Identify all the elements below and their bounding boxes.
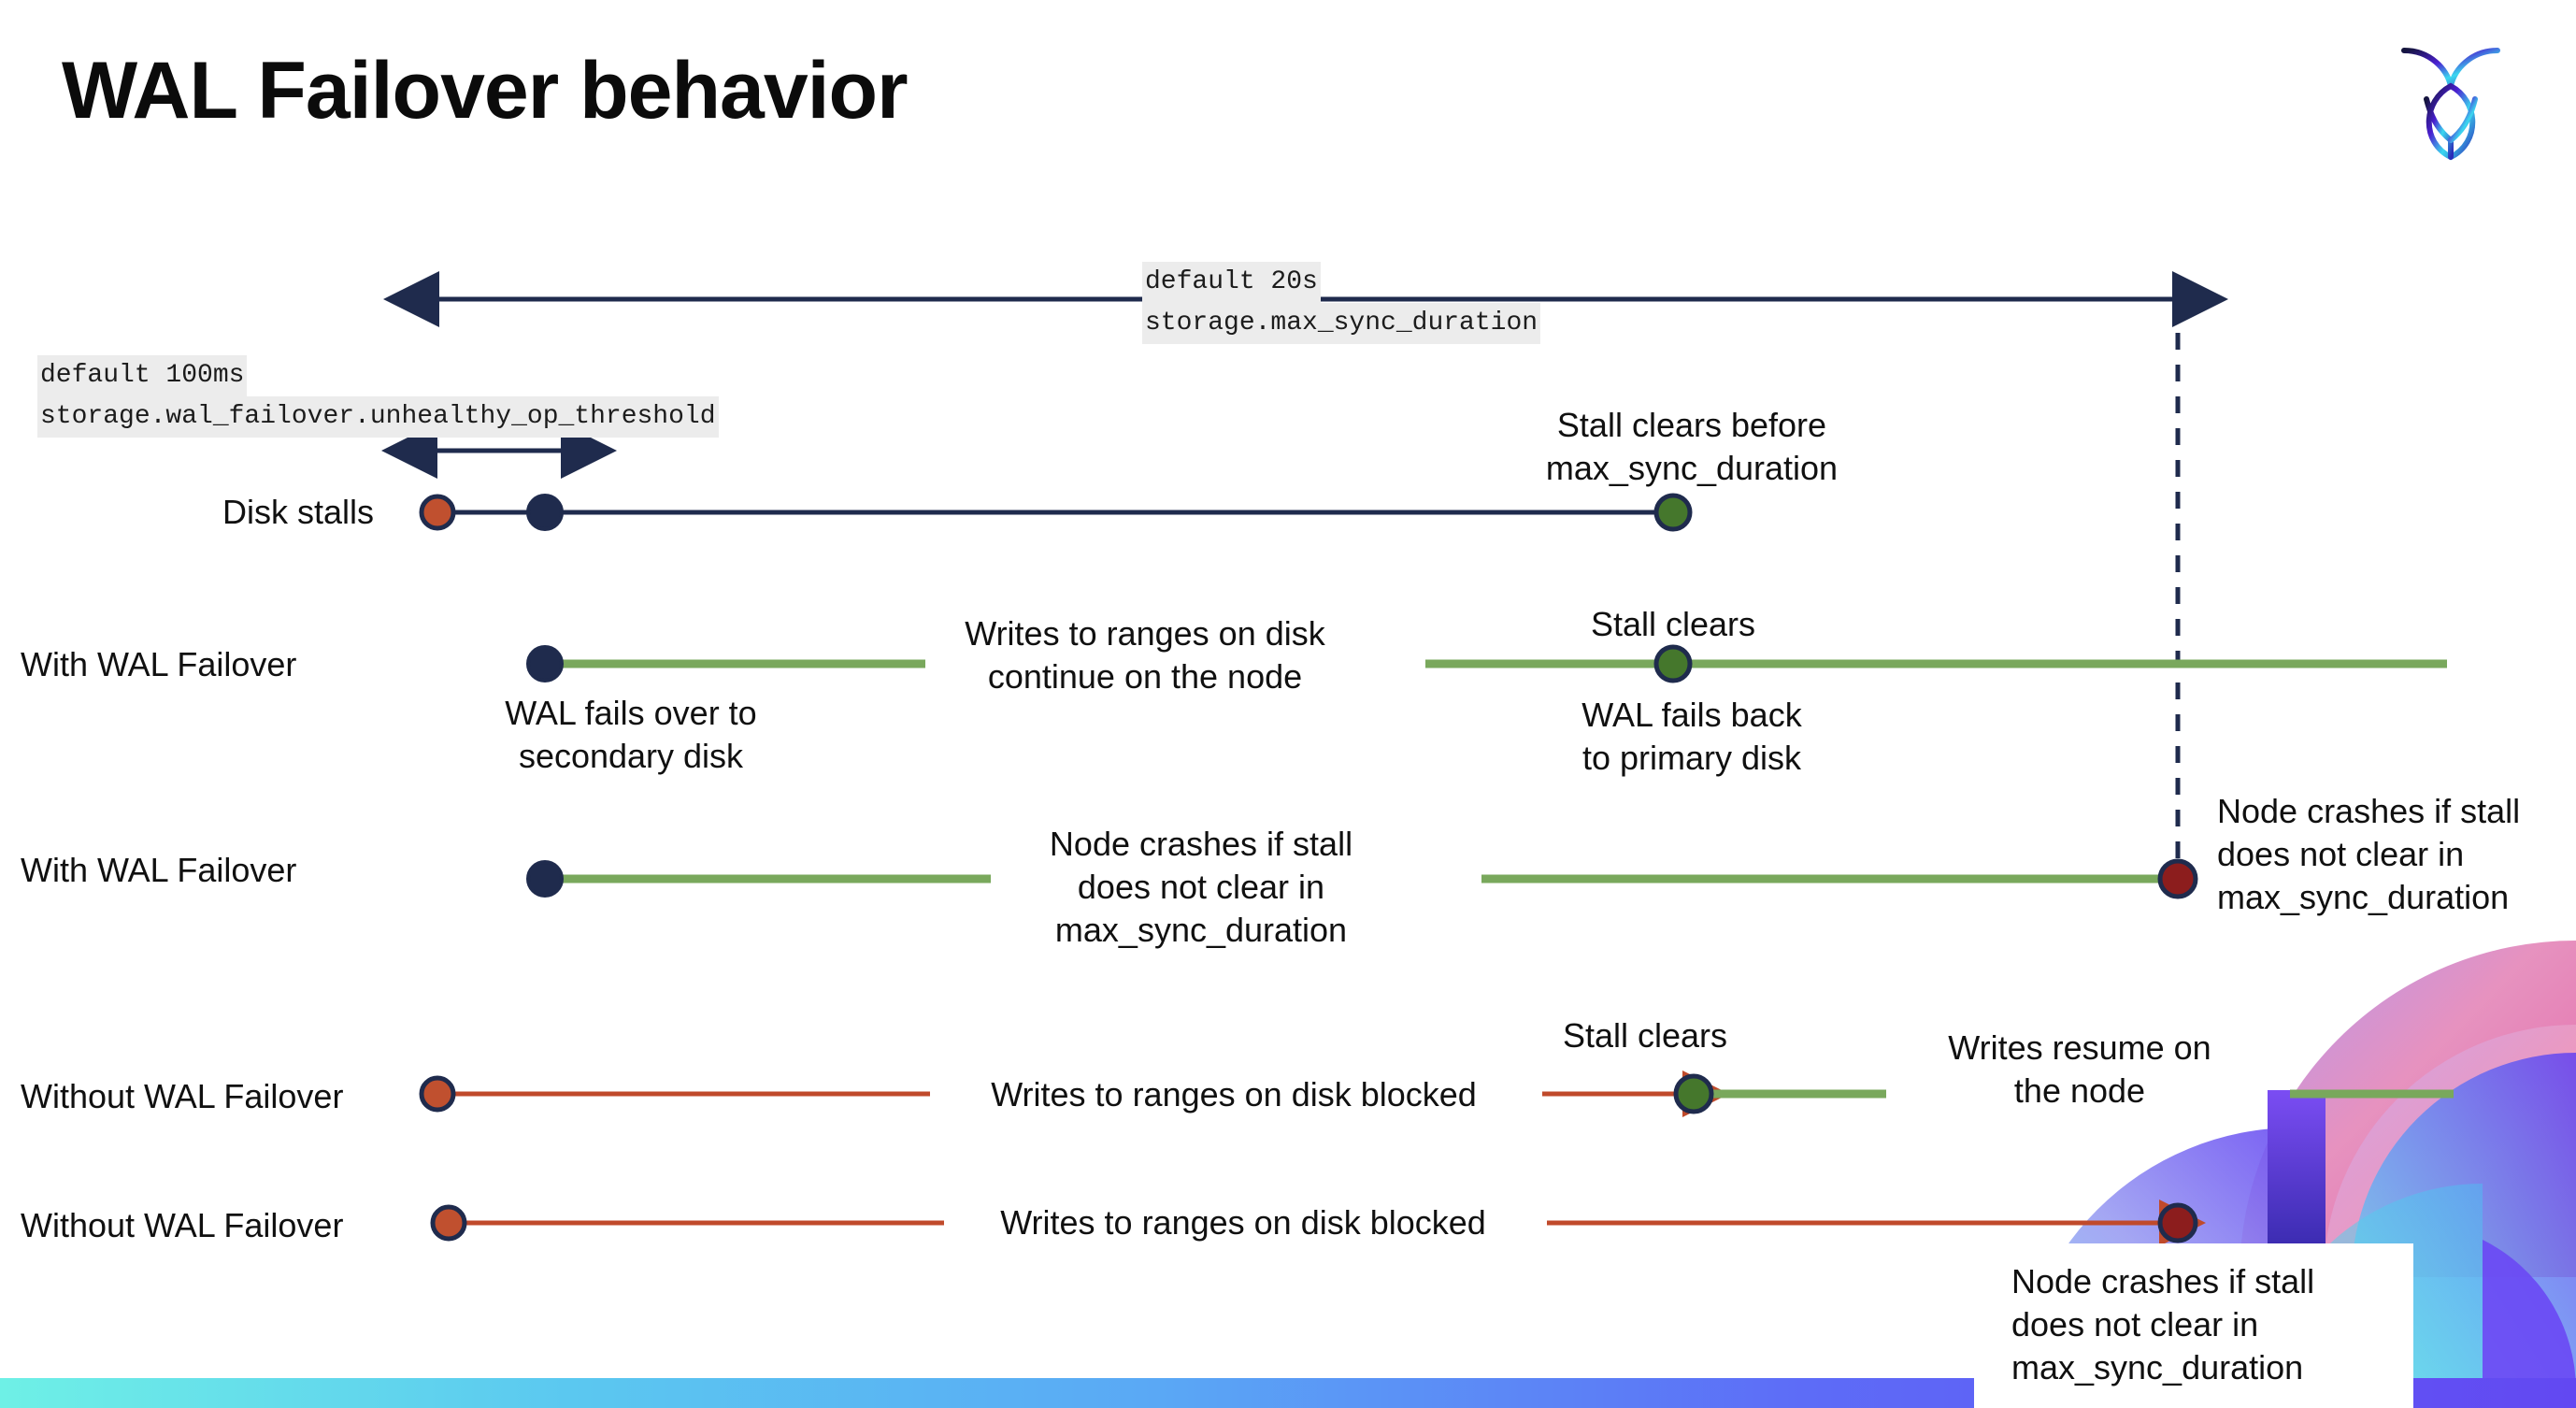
marker-stall-clears-disk <box>1653 493 1693 532</box>
marker-stall-clears-nwf1 <box>1673 1073 1714 1114</box>
marker-stall-clears-wf1 <box>1653 644 1693 683</box>
annot-stall-clears-2: Stall clears <box>1562 1016 1728 1055</box>
annot-node-crashes-1: Node crashes if stall does not clear in … <box>2217 792 2521 917</box>
row-disk-stalls-track <box>419 493 1693 532</box>
unhealthy-op-threshold-setting: storage.wal_failover.unhealthy_op_thresh… <box>37 396 719 438</box>
marker-stall-start-now-2 <box>430 1204 467 1242</box>
marker-wal-fails-over <box>526 645 564 682</box>
row-label-without-wal-failover-1: Without WAL Failover <box>21 1077 344 1115</box>
row-with-wal-failover-2-track <box>526 858 2198 899</box>
row-label-without-wal-failover-2: Without WAL Failover <box>21 1206 344 1244</box>
annot-writes-blocked-1: Writes to ranges on disk blocked <box>991 1075 1477 1113</box>
unhealthy-op-threshold-code-label: default 100ms storage.wal_failover.unhea… <box>37 355 719 438</box>
marker-node-crash-2 <box>2157 1202 2198 1243</box>
cockroachdb-logo-icon <box>2389 32 2512 163</box>
unhealthy-op-threshold-default: default 100ms <box>37 355 248 396</box>
row-without-wal-failover-1-track <box>419 1070 2454 1117</box>
marker-stall-start <box>419 494 456 531</box>
marker-node-crash-1 <box>2157 858 2198 899</box>
annot-stall-clears-1: Stall clears <box>1590 605 1756 643</box>
row-label-with-wal-failover-1: With WAL Failover <box>21 645 297 683</box>
row-label-disk-stalls: Disk stalls <box>222 493 375 531</box>
annot-writes-continue-1: Writes to ranges on disk continue on the… <box>965 614 1325 697</box>
annot-writes-resume: Writes resume on the node <box>1948 1028 2211 1111</box>
marker-wal-fails-over-2 <box>526 860 564 898</box>
page-title: WAL Failover behavior <box>62 46 909 136</box>
marker-failover-trigger <box>526 494 564 531</box>
annot-writes-continue-2: Node crashes if stall does not clear in … <box>1049 825 1353 950</box>
max-sync-duration-code-label: default 20s storage.max_sync_duration <box>1142 262 1541 344</box>
annot-wal-fails-over: WAL fails over to secondary disk <box>505 694 757 776</box>
annot-node-crashes-2: Node crashes if stall does not clear in … <box>2011 1262 2315 1387</box>
max-sync-duration-default: default 20s <box>1142 262 1321 303</box>
max-sync-duration-setting: storage.max_sync_duration <box>1142 303 1541 344</box>
marker-stall-start-now-1 <box>419 1075 456 1113</box>
annot-wal-fails-back: WAL fails back to primary disk <box>1581 696 1802 778</box>
node-crash-callout-card: Node crashes if stall does not clear in … <box>1974 1243 2413 1408</box>
row-with-wal-failover-1-track <box>526 644 2447 683</box>
row-label-with-wal-failover-2: With WAL Failover <box>21 851 297 889</box>
annot-writes-blocked-2: Writes to ranges on disk blocked <box>1000 1203 1486 1242</box>
row-without-wal-failover-2-track <box>430 1200 2206 1246</box>
annot-stall-clears-before: Stall clears before max_sync_duration <box>1545 406 1839 488</box>
